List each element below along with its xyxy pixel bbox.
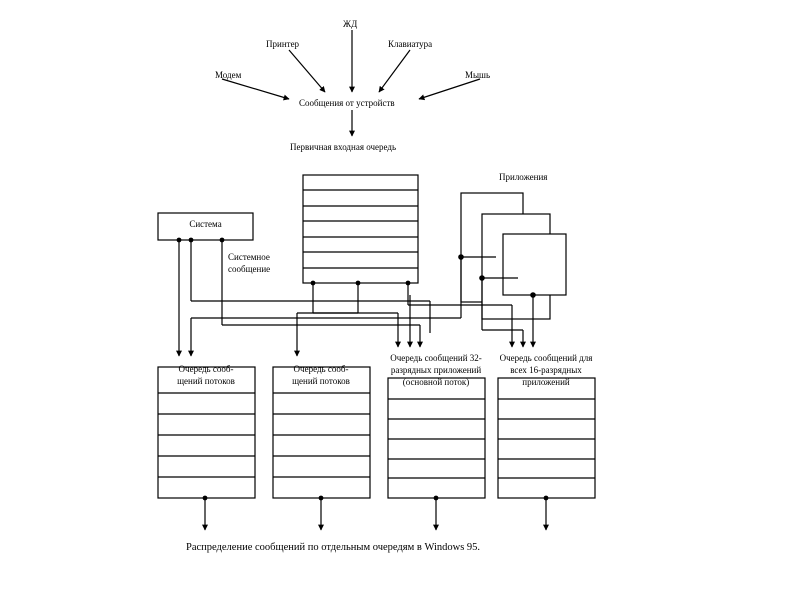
junction-dots — [176, 237, 549, 501]
primary-queue-routes — [296, 283, 513, 333]
queue-threads-2-label-line2: щений потоков — [292, 376, 350, 386]
queue-16bit-apps-label-line2: всех 16-разрядных — [510, 365, 582, 375]
system-routes — [178, 240, 431, 333]
device-label-modem: Модем — [215, 70, 242, 80]
system-message-note-line2: сообщение — [228, 264, 271, 274]
queue-threads-2-label-line1: Очередь сооб- — [293, 364, 349, 374]
arrow-keyboard — [378, 49, 411, 93]
primary-queue-label: Первичная входная очередь — [290, 142, 397, 152]
diagram-caption: Распределение сообщений по отдельным оче… — [186, 542, 481, 553]
system-box-label: Система — [189, 219, 222, 229]
device-label-printer: Принтер — [266, 39, 300, 49]
queue-threads-1-label-line2: щений потоков — [177, 376, 235, 386]
queue-32bit-apps-label-line2: разрядных приложений — [390, 365, 482, 375]
device-label-hdd: ЖД — [343, 19, 358, 29]
device-arrows — [221, 30, 481, 137]
system-message-note-line1: Системное — [228, 252, 270, 262]
device-label-mouse: Мышь — [465, 70, 491, 80]
queue-32bit-apps-label-line1: Очередь сообщений 32- — [390, 353, 482, 363]
thread-queue-boxes — [157, 366, 596, 499]
application-windows — [460, 192, 567, 320]
arrow-printer — [288, 49, 326, 93]
queue-input-arrows — [176, 333, 536, 357]
application-routes — [190, 256, 534, 333]
system-box — [157, 212, 254, 241]
primary-queue-box — [302, 174, 419, 284]
device-label-keyboard: Клавиатура — [388, 39, 433, 49]
queue-32bit-apps-label-line3: (основной поток) — [402, 377, 470, 387]
arrow-modem — [221, 78, 290, 101]
arrow-mouse — [418, 78, 481, 101]
queue-16bit-apps-label-line3: приложений — [522, 377, 570, 387]
queue-threads-1-label-line1: Очередь сооб- — [178, 364, 234, 374]
hub-label: Сообщения от устройств — [299, 98, 395, 108]
queue-16bit-apps-label-line1: Очередь сообщений для — [499, 353, 593, 363]
applications-label: Приложения — [499, 172, 548, 182]
queue-output-arrows — [202, 498, 549, 531]
